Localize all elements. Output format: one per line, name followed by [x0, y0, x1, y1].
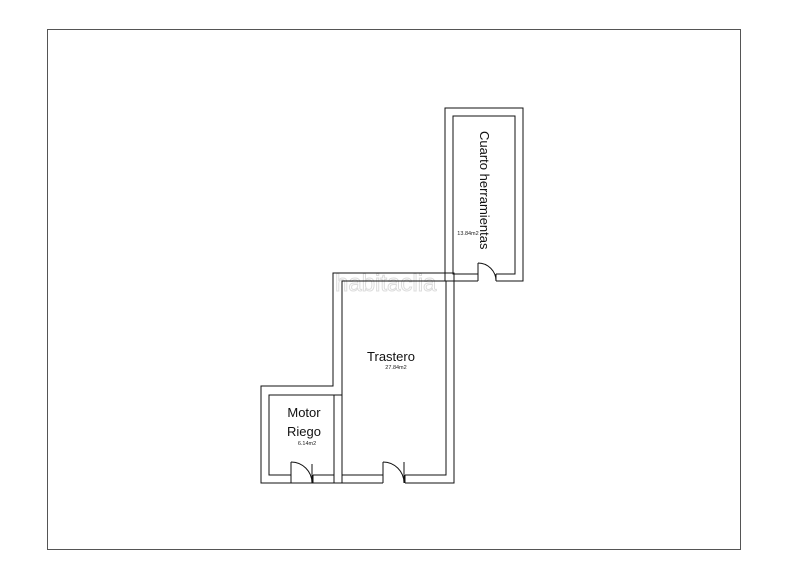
motor-room-name-line1: Motor	[287, 405, 321, 420]
tools-room-outer-wall	[444, 107, 524, 282]
motor-room-area: 6.14m2	[298, 441, 316, 447]
main-outer-wall	[260, 272, 455, 484]
tools-room-inner-wall	[452, 115, 516, 275]
drawing-frame	[47, 29, 741, 550]
motor-room-inner-wall	[268, 394, 335, 476]
motor-room-door	[290, 461, 313, 484]
storage-inner-wall	[341, 280, 447, 476]
tools-room-name: Cuarto herramientas	[477, 131, 492, 250]
motor-room-name-line2: Riego	[287, 424, 321, 439]
tools-room-area: 13.84m2	[457, 231, 478, 237]
storage-room-area: 27.84m2	[385, 365, 406, 371]
doors	[290, 262, 497, 484]
storage-door	[382, 461, 405, 484]
storage-room-name: Trastero	[367, 349, 415, 364]
tools-room-door	[477, 262, 497, 282]
watermark: habitaclia	[335, 270, 437, 297]
